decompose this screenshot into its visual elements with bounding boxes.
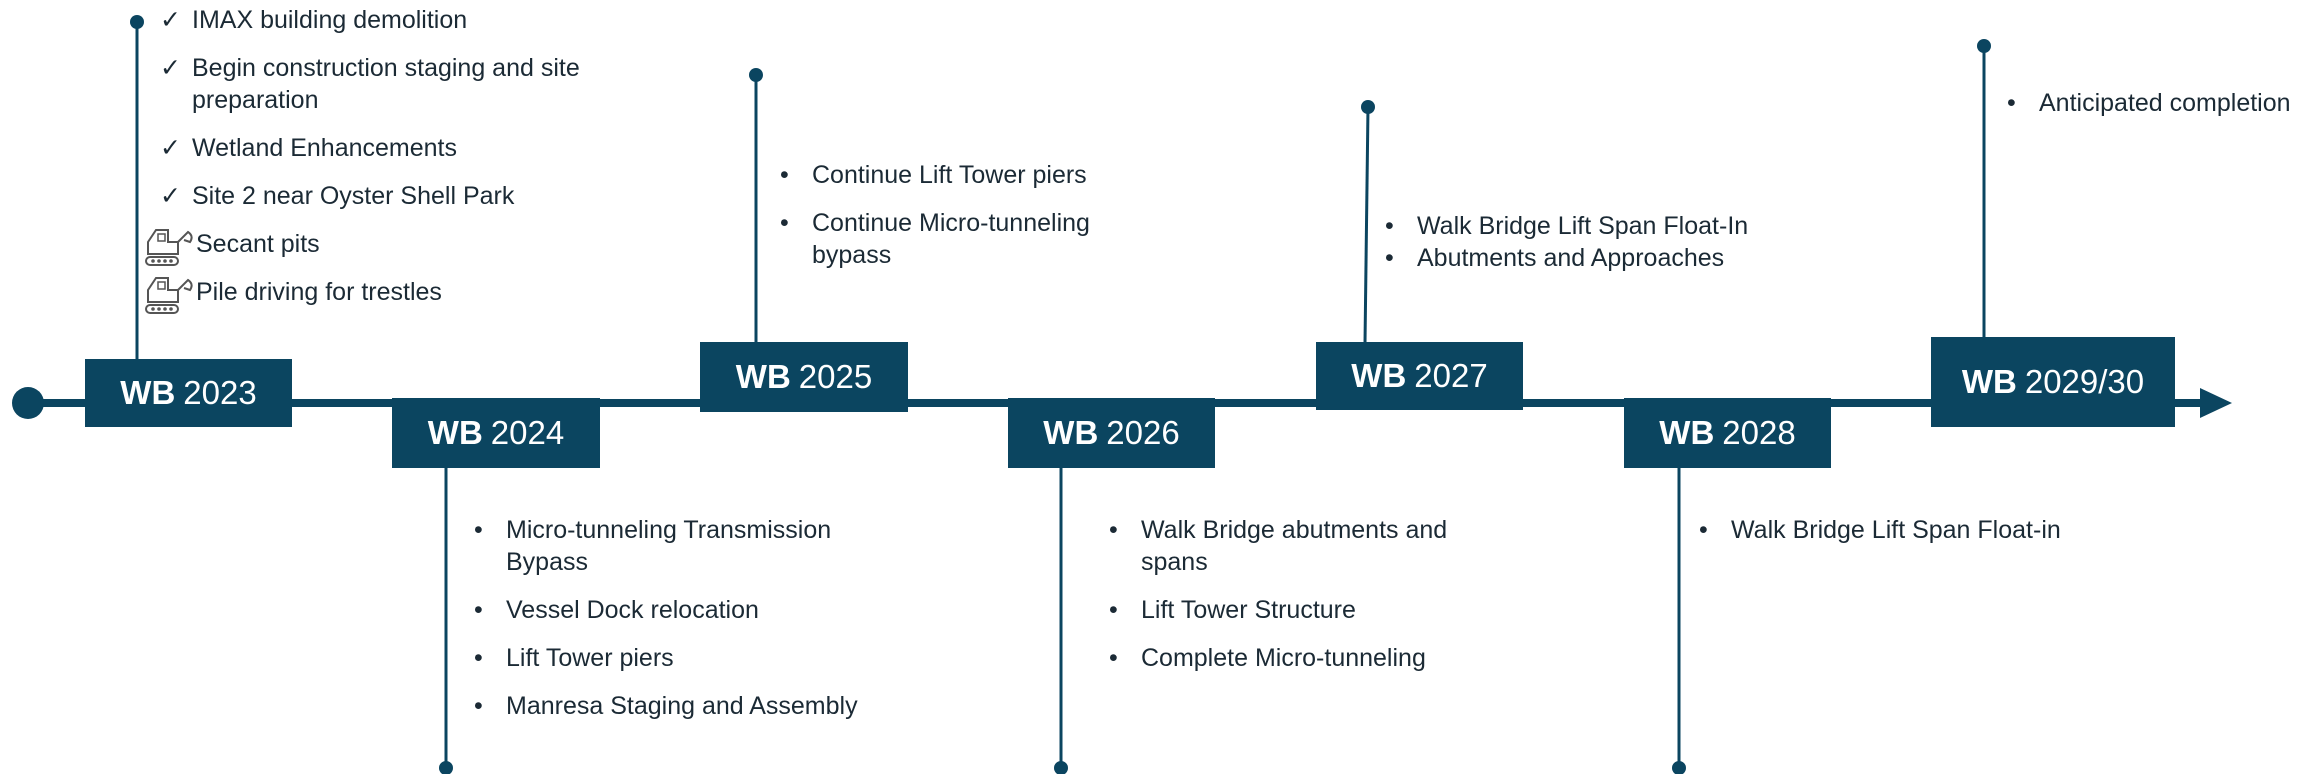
milestone-list-2024: • Micro-tunneling Transmission Bypass • …	[474, 514, 894, 738]
year-label: 2029/30	[2024, 363, 2145, 400]
list-item: • Anticipated completion	[2007, 87, 2312, 119]
list-item-text: Walk Bridge Lift Span Float-in	[1731, 516, 2061, 544]
bullet-icon: •	[474, 516, 483, 544]
timeline-start-dot	[12, 387, 44, 419]
year-label: 2023	[183, 374, 257, 411]
bullet-icon: •	[1109, 596, 1118, 624]
list-item-text: Site 2 near Oyster Shell Park	[192, 182, 515, 210]
list-item: • Walk Bridge abutments and spans	[1109, 514, 1479, 578]
list-item-text: Continue Micro-tunneling bypass	[812, 209, 1090, 269]
year-label: 2026	[1106, 414, 1180, 451]
list-item-text: Lift Tower piers	[506, 644, 674, 672]
list-item: ✓ Site 2 near Oyster Shell Park	[160, 180, 630, 212]
year-prefix: WB	[1961, 363, 2017, 400]
bullet-icon: •	[474, 644, 483, 672]
list-item: • Lift Tower piers	[474, 642, 894, 674]
checkmark-icon: ✓	[160, 182, 181, 210]
list-item: • Walk Bridge Lift Span Float-In	[1385, 210, 1805, 242]
list-item: Secant pits	[144, 228, 614, 266]
list-item-text: Continue Lift Tower piers	[812, 161, 1087, 189]
list-item: ✓ Begin construction staging and site pr…	[160, 52, 630, 116]
year-label: 2025	[798, 358, 873, 395]
list-item-text: Pile driving for trestles	[196, 278, 442, 306]
bullet-icon: •	[780, 209, 789, 237]
checkmark-icon: ✓	[160, 134, 181, 162]
connector-2027	[1363, 106, 1370, 344]
list-item-text: Abutments and Approaches	[1417, 244, 1725, 272]
list-item: Pile driving for trestles	[144, 276, 614, 314]
list-item: • Manresa Staging and Assembly	[474, 690, 894, 722]
list-item: • Lift Tower Structure	[1109, 594, 1479, 626]
list-item-text: Manresa Staging and Assembly	[506, 692, 858, 720]
list-item-text: Anticipated completion	[2039, 89, 2291, 117]
milestone-list-2028: • Walk Bridge Lift Span Float-in	[1699, 514, 2119, 562]
list-item-text: Vessel Dock relocation	[506, 596, 759, 624]
milestone-list-2026: • Walk Bridge abutments and spans • Lift…	[1109, 514, 1479, 690]
bullet-icon: •	[1699, 516, 1708, 544]
connector-dot-2023	[130, 15, 144, 29]
year-label: 2028	[1722, 414, 1796, 451]
year-prefix: WB	[735, 358, 791, 395]
connector-dot-2028	[1672, 761, 1686, 774]
list-item-text: Complete Micro-tunneling	[1141, 644, 1426, 672]
year-prefix: WB	[1659, 414, 1715, 451]
bullet-icon: •	[1385, 212, 1394, 240]
year-label: 2027	[1414, 357, 1488, 394]
milestone-list-2029-30: • Anticipated completion	[2007, 87, 2312, 135]
milestone-list-2023-excavation: Secant pits Pile driving for trestles	[144, 228, 614, 324]
list-item: • Vessel Dock relocation	[474, 594, 894, 626]
year-prefix: WB	[427, 414, 483, 451]
connector-dot-2024	[439, 761, 453, 774]
bullet-icon: •	[1385, 244, 1394, 272]
list-item: • Continue Lift Tower piers	[780, 159, 1140, 191]
bullet-icon: •	[1109, 516, 1118, 544]
list-item: • Continue Micro-tunneling bypass	[780, 207, 1140, 271]
list-item-text: Micro-tunneling Transmission Bypass	[506, 516, 832, 576]
excavator-icon	[145, 229, 193, 266]
connector-dot-2026	[1054, 761, 1068, 774]
bullet-icon: •	[780, 161, 789, 189]
year-label: 2024	[490, 414, 565, 451]
list-item: • Complete Micro-tunneling	[1109, 642, 1479, 674]
bullet-icon: •	[1109, 644, 1118, 672]
connector-dot-2025	[749, 68, 763, 82]
list-item: • Walk Bridge Lift Span Float-in	[1699, 514, 2119, 546]
list-item-text: Walk Bridge abutments and spans	[1141, 516, 1448, 576]
excavator-icon	[145, 277, 193, 314]
list-item-text: Wetland Enhancements	[192, 134, 457, 162]
bullet-icon: •	[474, 692, 483, 720]
connector-dot-2027	[1361, 100, 1375, 114]
list-item: • Micro-tunneling Transmission Bypass	[474, 514, 894, 578]
milestone-list-2027: • Walk Bridge Lift Span Float-In • Abutm…	[1385, 210, 1805, 274]
checkmark-icon: ✓	[160, 6, 181, 34]
milestone-list-2025: • Continue Lift Tower piers • Continue M…	[780, 159, 1140, 287]
timeline-arrowhead	[2200, 388, 2232, 418]
checkmark-icon: ✓	[160, 54, 181, 82]
list-item-text: IMAX building demolition	[192, 6, 468, 34]
list-item-text: Secant pits	[196, 230, 320, 258]
list-item: • Abutments and Approaches	[1385, 242, 1805, 274]
bullet-icon: •	[2007, 89, 2016, 117]
year-prefix: WB	[1351, 357, 1407, 394]
connector-dot-2029-30	[1977, 39, 1991, 53]
list-item: ✓ IMAX building demolition	[160, 4, 630, 36]
list-item-text: Walk Bridge Lift Span Float-In	[1417, 212, 1749, 240]
year-prefix: WB	[120, 374, 176, 411]
list-item: ✓ Wetland Enhancements	[160, 132, 630, 164]
list-item-text: Lift Tower Structure	[1141, 596, 1356, 624]
bullet-icon: •	[474, 596, 483, 624]
list-item-text: Begin construction staging and site prep…	[192, 54, 580, 114]
milestone-list-2023: ✓ IMAX building demolition ✓ Begin const…	[160, 4, 630, 228]
year-prefix: WB	[1043, 414, 1099, 451]
